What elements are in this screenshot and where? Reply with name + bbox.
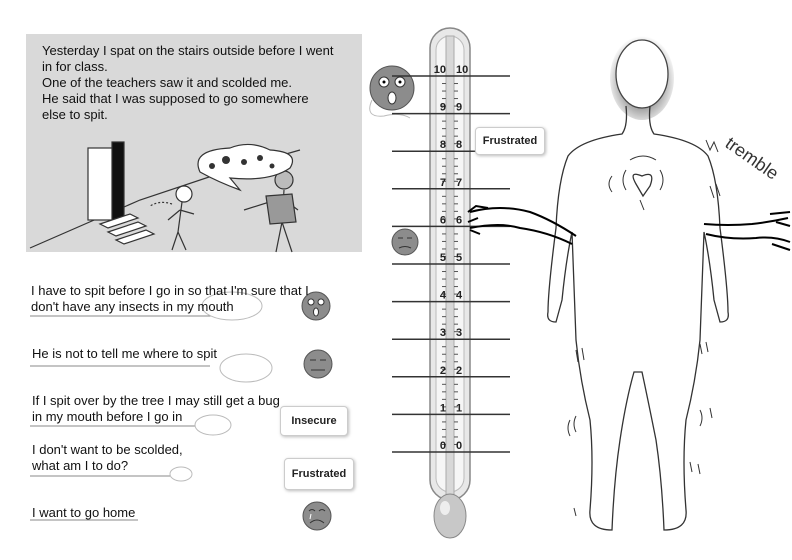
head [615, 39, 669, 109]
scale-label: 4 [440, 290, 447, 302]
scale-label: 2 [440, 365, 446, 377]
tremor-marks [573, 461, 701, 517]
sketched-arm-right [703, 211, 791, 251]
boy-body [167, 201, 195, 251]
face-speech-tail [369, 99, 411, 119]
story-line: else to spit. [42, 107, 108, 122]
boy-head [175, 185, 193, 203]
heartbeat-marks [608, 155, 664, 193]
scale-label: 9 [456, 102, 462, 114]
stairs [98, 213, 156, 245]
crying-face-icon [302, 501, 332, 531]
scale-label: 6 [456, 214, 462, 226]
tremor-marks [567, 407, 713, 437]
thought-bubble [201, 291, 263, 321]
thought-line: I have to spit before I go in so that I'… [31, 283, 309, 298]
thought-text-4: I don't want to be scolded, what am I to… [32, 442, 183, 474]
thought-line: If I spit over by the tree I may still g… [32, 393, 280, 408]
scale-label: 7 [456, 177, 462, 189]
scale-label: 6 [440, 214, 446, 226]
emotion-label-insecure: Insecure [280, 406, 348, 436]
tremble-annotation: tremble [722, 133, 783, 184]
story-text: Yesterday I spat on the stairs outside b… [42, 43, 362, 123]
tremor-marks [705, 139, 719, 153]
thought-line: I don't want to be scolded, [32, 442, 183, 457]
bubble-symbol [222, 156, 230, 164]
heart-icon [632, 173, 653, 198]
scale-label: 0 [456, 440, 462, 452]
thought-line: I want to go home [32, 505, 136, 520]
thought-line: He is not to tell me where to spit [32, 346, 217, 361]
sad-face-icon [391, 228, 419, 256]
thought-bubble [169, 466, 193, 482]
story-line: Yesterday I spat on the stairs outside b… [42, 43, 334, 58]
scale-label: 10 [456, 64, 468, 76]
teacher-coat [265, 193, 297, 225]
body-silhouette [547, 105, 729, 531]
door [111, 141, 125, 223]
bubble-symbol [269, 163, 275, 169]
thought-bubble [194, 414, 232, 436]
spit-line [149, 201, 173, 207]
scale-label: 3 [456, 327, 462, 339]
scale-label: 4 [456, 290, 463, 302]
tremor-marks [639, 183, 721, 211]
thermometer-tube [445, 35, 455, 507]
bubble-symbol [209, 163, 215, 169]
thought-text-1: I have to spit before I go in so that I'… [31, 283, 309, 315]
scale-label: 1 [456, 402, 462, 414]
bubble-symbol [241, 159, 247, 165]
scale-label: 5 [456, 252, 462, 264]
thought-bubble [219, 353, 273, 383]
scale-label: 2 [456, 365, 462, 377]
human-body-outline [547, 36, 729, 531]
thermometer-bulb [433, 493, 467, 539]
thought-text-2: He is not to tell me where to spit [32, 346, 217, 362]
annoyed-face-icon [303, 349, 333, 379]
story-panel [26, 34, 362, 252]
emotion-label-frustrated-bottom: Frustrated [284, 458, 354, 490]
story-line: in for class. [42, 59, 108, 74]
thought-line: don't have any insects in my mouth [31, 299, 234, 314]
sketched-arm-left [467, 204, 577, 245]
thought-line: in my mouth before I go in [32, 409, 183, 424]
scale-label: 9 [440, 102, 446, 114]
story-scene [29, 141, 301, 253]
surprised-face-icon [301, 291, 331, 321]
scale-label: 3 [440, 327, 446, 339]
bubble-symbol [257, 155, 263, 161]
thought-line: what am I to do? [32, 458, 129, 473]
scale-label: 7 [440, 177, 446, 189]
scale-label: 8 [440, 139, 446, 151]
scale-label: 8 [456, 139, 462, 151]
story-line: He said that I was supposed to go somewh… [42, 91, 309, 106]
emotion-label-frustrated-top: Frustrated [475, 127, 545, 155]
thought-text-3: If I spit over by the tree I may still g… [32, 393, 280, 425]
thought-text-5: I want to go home [32, 505, 135, 521]
scale-label: 1 [440, 402, 446, 414]
tremor-marks [575, 341, 709, 363]
scold-bubble [197, 143, 294, 192]
scale-label: 5 [440, 252, 446, 264]
story-line: One of the teachers saw it and scolded m… [42, 75, 293, 90]
surprised-face-icon [369, 65, 415, 111]
scale-label: 0 [440, 440, 446, 452]
scale-label: 10 [434, 64, 446, 76]
thermometer [429, 27, 471, 539]
